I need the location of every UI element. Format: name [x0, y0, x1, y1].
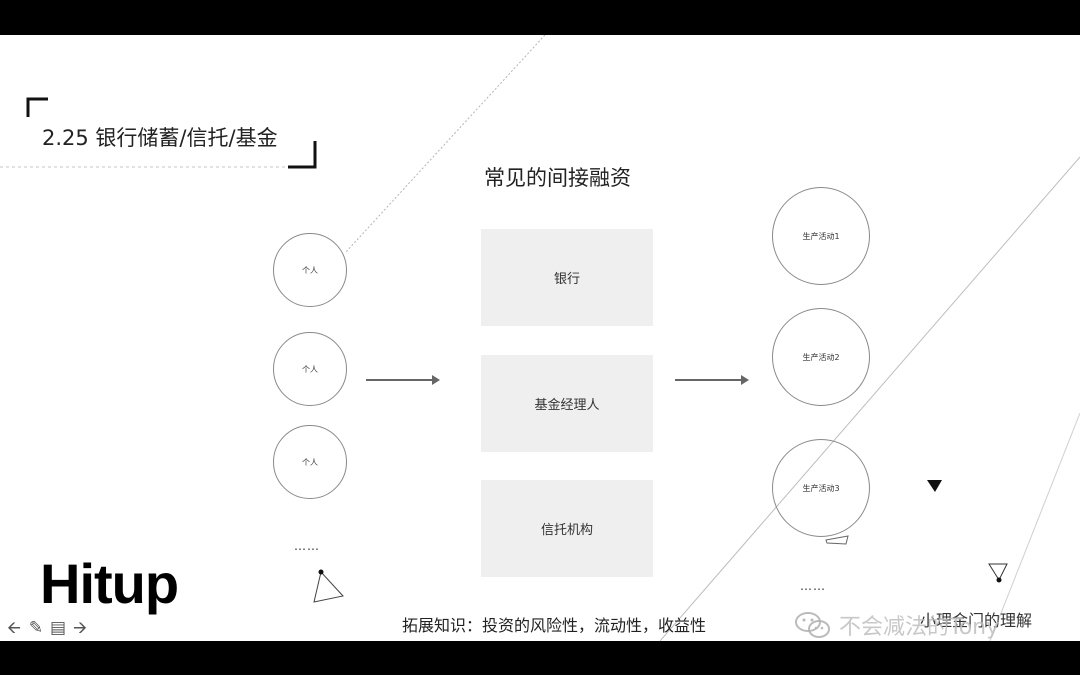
activity-node: 生产活动2 [772, 308, 870, 406]
dashed-diagonal-line [344, 35, 546, 254]
small-shape-outline [825, 535, 849, 545]
triangle-filled [927, 480, 942, 492]
slide-nav: 🡨 ✎ ▤ 🡪 [4, 619, 90, 637]
individuals-ellipsis: …… [294, 539, 320, 553]
individual-node: 个人 [273, 425, 347, 499]
slide-decorations [0, 35, 1080, 641]
watermark-text: 不会减法的Tony [839, 615, 1000, 640]
wechat-icon [795, 612, 830, 638]
watermark: 不会减法的Tony [793, 609, 999, 641]
bracket-bottom-right [288, 141, 317, 169]
short-diagonal-line [989, 412, 1080, 641]
institution-box-fund-manager: 基金经理人 [481, 355, 653, 452]
arrow-right-2 [675, 375, 749, 385]
arrow-right-icon[interactable]: 🡪 [73, 617, 87, 638]
activity-node: 生产活动3 [772, 439, 870, 537]
triangle-outline-left [313, 569, 344, 603]
arrow-right-1 [366, 375, 440, 385]
section-title: 2.25 银行储蓄/信托/基金 [42, 126, 278, 150]
hitup-logo: Hitup [40, 552, 179, 615]
individual-node: 个人 [273, 332, 347, 406]
bracket-top-left [26, 97, 48, 117]
triangle-outline-right [988, 563, 1008, 583]
individual-node: 个人 [273, 233, 347, 307]
activity-node: 生产活动1 [772, 187, 870, 285]
menu-icon[interactable]: ▤ [49, 617, 67, 638]
arrow-left-icon[interactable]: 🡨 [7, 617, 21, 638]
presentation-slide: 2.25 银行储蓄/信托/基金 常见的间接融资 个人 个人 个人 …… 银行 基… [0, 35, 1080, 641]
extension-note: 拓展知识：投资的风险性，流动性，收益性 [402, 616, 707, 635]
letterbox-bottom [0, 641, 1080, 675]
partial-caption: 小理金门的理解 [920, 611, 1033, 630]
institution-box-bank: 银行 [481, 229, 653, 326]
diagram-title: 常见的间接融资 [484, 166, 631, 190]
long-diagonal-line [659, 156, 1080, 641]
institution-box-trust: 信托机构 [481, 480, 653, 577]
letterbox-top [0, 0, 1080, 35]
activities-ellipsis: …… [800, 579, 826, 593]
pencil-icon[interactable]: ✎ [28, 617, 44, 638]
